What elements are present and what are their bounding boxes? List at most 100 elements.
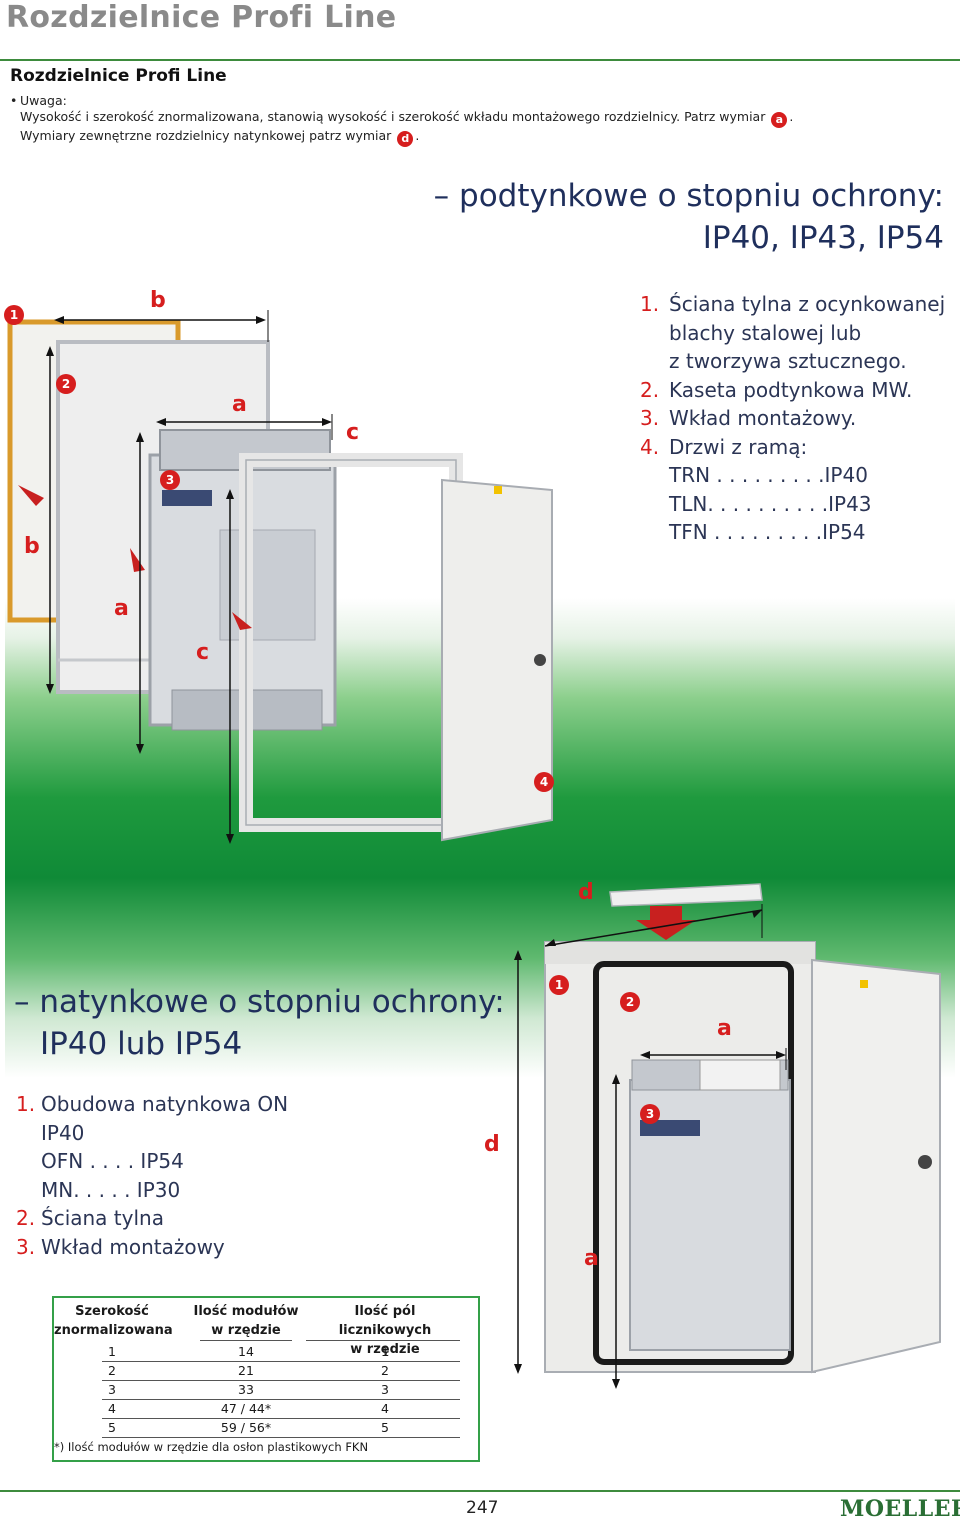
item-text: IP40 <box>41 1120 85 1145</box>
label-a-top-surface: a <box>717 1016 732 1041</box>
flush-item: blachy stalowej lub <box>640 319 945 348</box>
badge-3-flush: 3 <box>160 470 180 490</box>
flush-heading-line-2: IP40, IP43, IP54 <box>702 220 944 256</box>
item-text: TFN . . . . . . . . .IP54 <box>669 520 866 544</box>
header-line: Ilość pól licznikowych <box>338 1304 432 1338</box>
label-d-top: d <box>578 880 594 905</box>
flush-item: 2. Kaseta podtynkowa MW. <box>640 376 945 405</box>
note-line-2-text: Wymiary zewnętrzne rozdzielnicy natynkow… <box>20 128 392 143</box>
note-line-1: Wysokość i szerokość znormalizowana, sta… <box>10 109 930 128</box>
table-header-width: Szerokość znormalizowana <box>54 1302 173 1340</box>
item-text: Wkład montażowy. <box>669 406 857 430</box>
label-b-left: b <box>24 534 40 559</box>
table-cell: 5 <box>381 1420 389 1435</box>
flush-component-list: 1. Ściana tylna z ocynkowanej blachy stal… <box>640 290 945 547</box>
note-line-1-text: Wysokość i szerokość znormalizowana, sta… <box>20 109 766 124</box>
note-line-2: Wymiary zewnętrzne rozdzielnicy natynkow… <box>10 128 930 147</box>
surface-item: IP40 <box>16 1119 288 1148</box>
item-text: blachy stalowej lub <box>669 320 862 345</box>
surface-heading-line-1: – natynkowe o stopniu ochrony: <box>14 984 505 1020</box>
table-cell: 5 <box>108 1420 116 1435</box>
label-a-mid: a <box>232 392 247 417</box>
table-cell: 14 <box>238 1344 254 1359</box>
table-cell: 1 <box>381 1344 389 1359</box>
surface-enclosure-illustration <box>514 883 941 1389</box>
item-number: 2. <box>640 377 660 402</box>
table-cell: 2 <box>381 1363 389 1378</box>
item-text: OFN . . . . IP54 <box>41 1149 184 1173</box>
header-line: znormalizowana <box>54 1323 173 1338</box>
item-text: Drzwi z ramą: <box>669 434 808 459</box>
note-label: Uwaga: <box>20 93 67 108</box>
label-a-low: a <box>114 596 129 621</box>
badge-4-flush: 4 <box>534 772 554 792</box>
note-line-1-end: . <box>789 109 794 124</box>
item-number: 3. <box>16 1234 36 1259</box>
moeller-logo: MOELLER <box>840 1496 960 1522</box>
header-rule <box>0 59 960 61</box>
item-text: Ściana tylna z ocynkowanej <box>669 292 946 316</box>
surface-item: 1.Obudowa natynkowa ON <box>16 1090 288 1119</box>
table-row: 3 33 3 <box>54 1380 478 1400</box>
bullet-icon: • <box>10 93 18 108</box>
flush-heading-line-1: – podtynkowe o stopniu ochrony: <box>433 178 944 214</box>
table-header-modules: Ilość modułów w rzędzie <box>190 1302 302 1340</box>
label-c-low: c <box>196 640 210 665</box>
item-text: Kaseta podtynkowa MW. <box>669 377 913 402</box>
surface-item: MN. . . . . IP30 <box>16 1176 288 1205</box>
header-line: w rzędzie <box>211 1323 281 1338</box>
item-text: Ściana tylna <box>41 1206 164 1230</box>
label-b-top: b <box>150 288 166 313</box>
label-c-mid: c <box>346 420 360 445</box>
table-row: 1 14 1 <box>54 1342 478 1362</box>
door-shape <box>441 478 553 842</box>
item-text: TLN. . . . . . . . . .IP43 <box>669 491 872 516</box>
header-line: Szerokość <box>75 1304 149 1319</box>
door-shape <box>811 958 941 1374</box>
flush-item: 1. Ściana tylna z ocynkowanej <box>640 290 945 319</box>
table-cell: 59 / 56* <box>220 1420 272 1435</box>
flush-item: TFN . . . . . . . . .IP54 <box>640 518 945 547</box>
page-number: 247 <box>466 1498 499 1518</box>
flush-item: 4. Drzwi z ramą: <box>640 433 945 462</box>
label-a-low-surface: a <box>584 1246 599 1271</box>
surface-heading-line-2: IP40 lub IP54 <box>40 1026 243 1062</box>
flush-item: TRN . . . . . . . . .IP40 <box>640 461 945 490</box>
surface-component-list: 1.Obudowa natynkowa ON IP40 OFN . . . . … <box>16 1090 288 1261</box>
cable-plate-shape <box>609 883 763 907</box>
item-text: z tworzywa sztucznego. <box>669 349 907 373</box>
red-arrow-down-icon <box>636 906 696 940</box>
table-cell: 3 <box>108 1382 116 1397</box>
table-cell: 4 <box>381 1401 389 1416</box>
note-label-line: •Uwaga: <box>10 93 930 109</box>
surface-item: 2.Ściana tylna <box>16 1204 288 1233</box>
note-block: •Uwaga: Wysokość i szerokość znormalizow… <box>10 93 930 147</box>
dimension-d-ref: d <box>397 131 414 147</box>
item-number: 4. <box>640 434 660 459</box>
header-line: w rzędzie <box>350 1342 420 1357</box>
dimension-a-ref: a <box>771 112 788 128</box>
header-line: Ilość modułów <box>193 1304 299 1319</box>
badge-2-surface: 2 <box>620 992 640 1012</box>
table-cell: 33 <box>238 1382 254 1397</box>
footer-rule <box>0 1490 960 1492</box>
item-number: 2. <box>16 1206 36 1230</box>
badge-3-surface: 3 <box>640 1104 660 1124</box>
section-title: Rozdzielnice Profi Line <box>10 66 227 86</box>
item-number: 1. <box>640 292 660 316</box>
badge-1-surface: 1 <box>549 975 569 995</box>
label-d-left: d <box>484 1132 500 1157</box>
table-cell: 2 <box>108 1363 116 1378</box>
table-row: 5 59 / 56* 5 <box>54 1418 478 1438</box>
table-row: 2 21 2 <box>54 1361 478 1381</box>
item-text: MN. . . . . IP30 <box>41 1177 181 1202</box>
note-line-2-end: . <box>415 128 420 143</box>
table-cell: 47 / 44* <box>220 1401 272 1416</box>
item-text: Obudowa natynkowa ON <box>41 1092 289 1116</box>
flush-item: z tworzywa sztucznego. <box>640 347 945 376</box>
item-number: 1. <box>16 1092 36 1116</box>
flush-item: 3. Wkład montażowy. <box>640 404 945 433</box>
surface-item: OFN . . . . IP54 <box>16 1147 288 1176</box>
table-cell: 21 <box>238 1363 254 1378</box>
item-number: 3. <box>640 406 660 430</box>
